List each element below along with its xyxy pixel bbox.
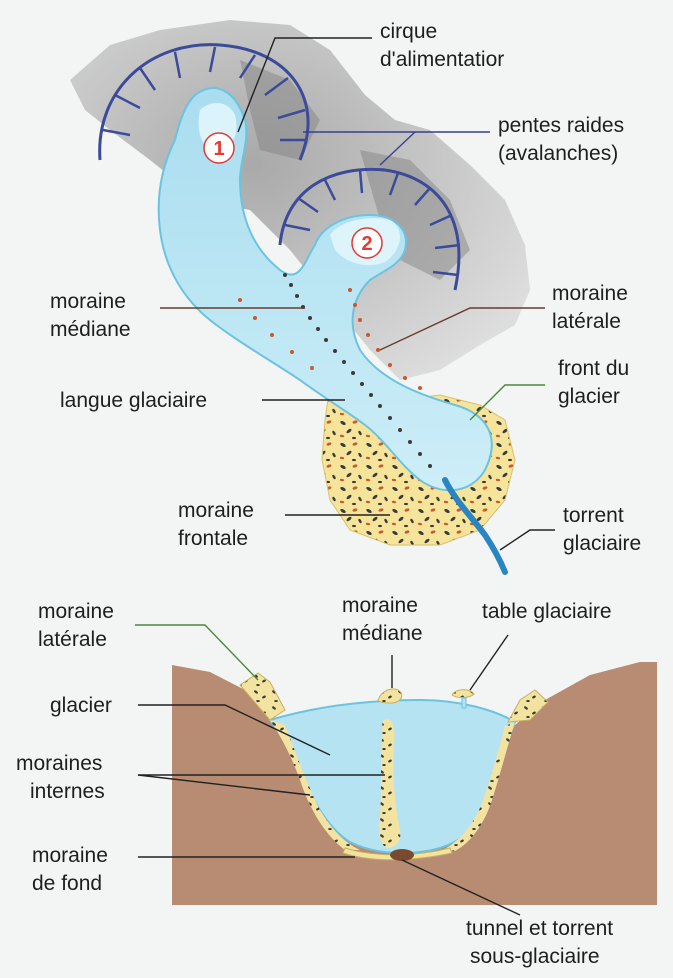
label-cirque-line1: cirque: [380, 20, 437, 43]
label-langue: langue glaciaire: [60, 389, 207, 412]
label-b-glacier: glacier: [50, 694, 112, 717]
label-moraine-frontale-line2: frontale: [178, 527, 248, 550]
label-moraine-mediane-line2: médiane: [50, 318, 131, 341]
label-b-internes-line1: moraines: [16, 752, 102, 775]
leader-b-table: [470, 635, 508, 690]
label-pentes-line1: pentes raides: [498, 114, 624, 137]
top-glacier-diagram: 1 2 cirque d'alimentatior pentes raides …: [50, 20, 641, 572]
label-b-moraine-laterale-line1: moraine: [38, 600, 114, 623]
label-moraine-laterale-line2: latérale: [552, 310, 621, 333]
svg-text:1: 1: [213, 138, 224, 160]
svg-text:2: 2: [361, 233, 372, 255]
label-b-moraine-mediane-line1: moraine: [342, 594, 418, 617]
medial-surface-moraine: [378, 689, 402, 703]
label-b-table: table glaciaire: [482, 600, 612, 623]
label-b-moraine-laterale-line2: latérale: [38, 628, 107, 651]
label-pentes-line2: (avalanches): [498, 142, 618, 165]
label-b-fond-line2: de fond: [32, 872, 102, 895]
subglacial-tunnel: [390, 849, 414, 861]
label-b-tunnel-line1: tunnel et torrent: [466, 917, 613, 940]
badge-2: 2: [352, 228, 382, 258]
label-b-fond-line1: moraine: [32, 844, 108, 867]
label-moraine-frontale-line1: moraine: [178, 499, 254, 522]
label-torrent-line1: torrent: [563, 504, 624, 527]
label-torrent-line2: glaciaire: [563, 532, 641, 555]
label-front-line2: glacier: [558, 385, 620, 408]
label-b-tunnel-line2: sous-glaciaire: [470, 945, 600, 968]
bottom-cross-section: moraine latérale moraine médiane table g…: [16, 594, 657, 968]
badge-1: 1: [204, 133, 234, 163]
label-moraine-mediane-line1: moraine: [50, 290, 126, 313]
label-b-moraine-mediane-line2: médiane: [342, 622, 423, 645]
label-front-line1: front du: [558, 357, 629, 380]
label-moraine-laterale-line1: moraine: [552, 282, 628, 305]
label-cirque-line2: d'alimentatior: [380, 48, 504, 71]
leader-torrent: [500, 530, 555, 550]
label-b-internes-line2: internes: [30, 780, 105, 803]
